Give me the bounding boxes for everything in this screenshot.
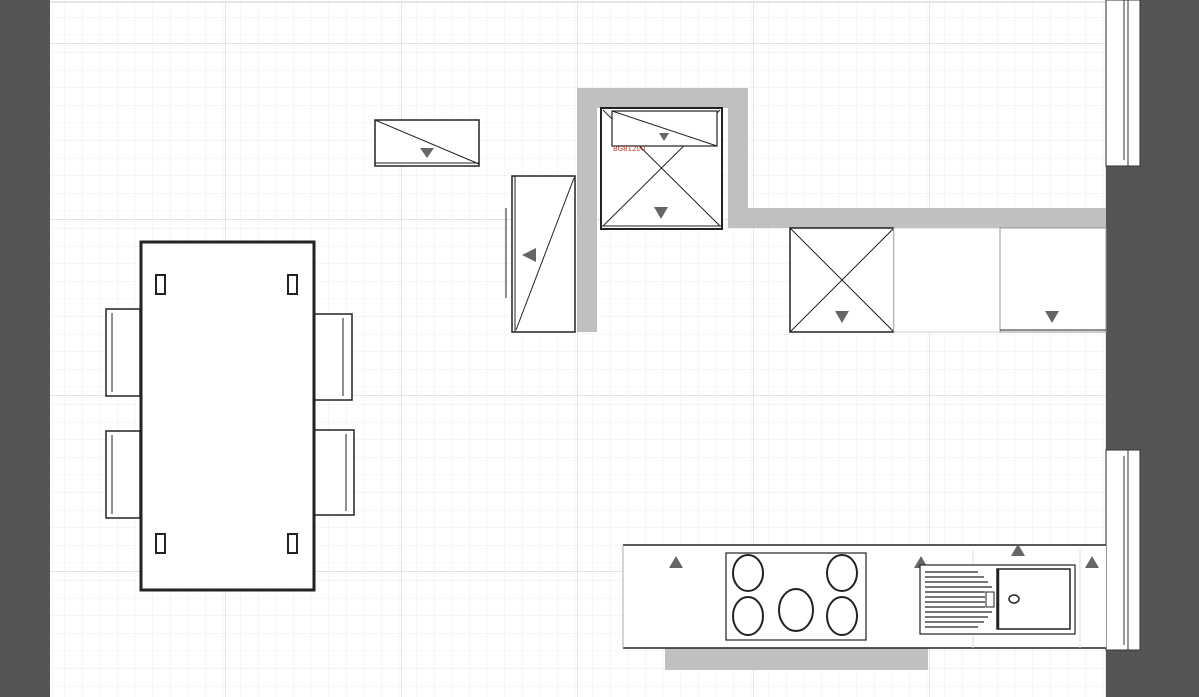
- direction-marker-icon: [1085, 556, 1099, 568]
- counter-wall[interactable]: [665, 648, 928, 670]
- direction-marker-icon: [654, 207, 668, 219]
- base-cabinet[interactable]: [999, 227, 1107, 333]
- cooktop[interactable]: [725, 552, 867, 641]
- burner-icon: [778, 588, 814, 632]
- burner-icon: [732, 554, 764, 592]
- direction-marker-icon: [522, 248, 536, 262]
- oven-cabinet[interactable]: [600, 107, 723, 230]
- tall-cabinet[interactable]: [505, 175, 576, 333]
- direction-marker-icon: [669, 556, 683, 568]
- appliance-label: BG81200: [613, 145, 645, 153]
- direction-marker-icon: [1011, 544, 1025, 556]
- dining-table[interactable]: [105, 240, 355, 592]
- left-wall[interactable]: [0, 0, 50, 697]
- burner-icon: [826, 596, 858, 636]
- direction-marker-icon: [1045, 311, 1059, 323]
- chair[interactable]: [313, 429, 355, 516]
- chair[interactable]: [105, 308, 141, 397]
- partition-wall[interactable]: [577, 88, 1106, 332]
- direction-marker-icon: [420, 148, 434, 158]
- sink[interactable]: [919, 564, 1076, 635]
- drain-icon: [1008, 594, 1020, 604]
- burner-icon: [732, 596, 764, 636]
- chair[interactable]: [105, 430, 141, 519]
- direction-marker-icon: [835, 311, 849, 323]
- window-top[interactable]: [1105, 0, 1141, 167]
- window-bottom[interactable]: [1105, 449, 1141, 651]
- counter-gap[interactable]: [893, 227, 1001, 333]
- drainboard: [925, 571, 992, 628]
- direction-marker-icon: [659, 133, 669, 141]
- burner-icon: [826, 554, 858, 592]
- wall-cabinet[interactable]: [374, 119, 480, 167]
- chair[interactable]: [313, 313, 353, 401]
- corner-cabinet[interactable]: [789, 227, 895, 333]
